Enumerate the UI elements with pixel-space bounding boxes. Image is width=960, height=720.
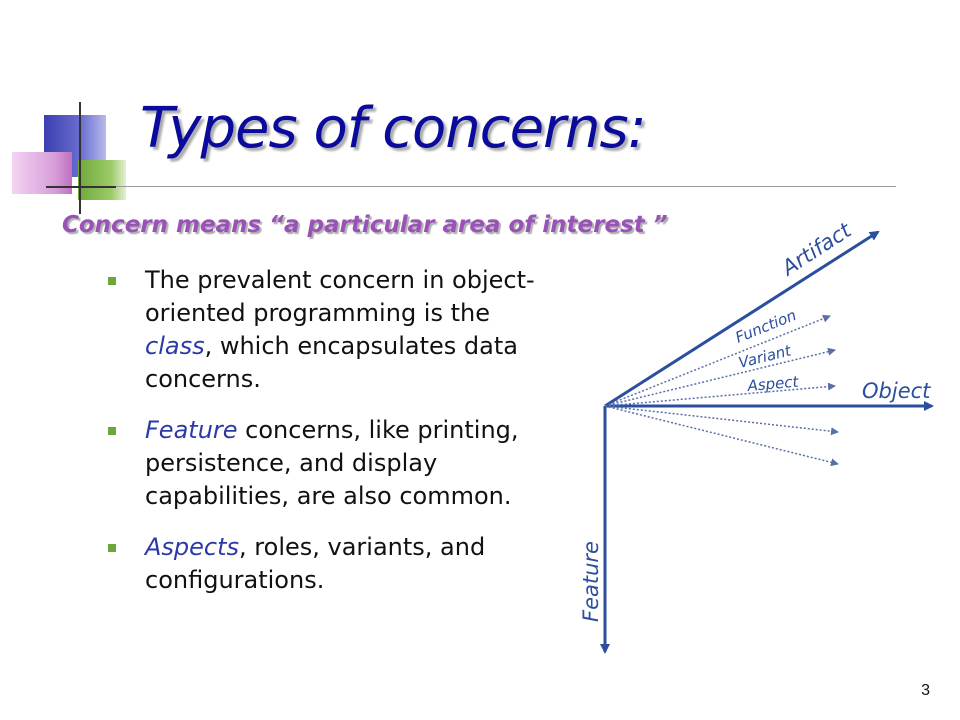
aspect-axis	[604, 382, 836, 407]
function-label: Function	[733, 306, 799, 347]
bullet-text: The prevalent concern in object-oriented…	[145, 266, 535, 327]
bullet-list: The prevalent concern in object-oriented…	[108, 264, 558, 615]
dotted-axis-1	[604, 405, 839, 436]
dotted-axis-2	[604, 405, 839, 467]
object-label: Object	[862, 379, 931, 403]
page-number: 3	[921, 682, 930, 699]
concern-axes-diagram: Artifact Function Variant Aspect Object …	[579, 218, 934, 654]
bullet-text: , which encapsulates data concerns.	[145, 332, 518, 393]
feature-label: Feature	[579, 541, 603, 622]
bullet-emphasis: Feature	[145, 416, 238, 444]
variant-axis	[604, 347, 836, 407]
aspect-label: Aspect	[746, 373, 800, 396]
bullet-text: , roles, variants, and configurations.	[145, 533, 486, 594]
decorative-green-square	[78, 160, 126, 200]
bullet-emphasis: Aspects	[145, 533, 240, 561]
slide-subtitle: Concern means “a particular area of inte…	[62, 212, 668, 238]
decorative-horizontal-line	[46, 186, 116, 188]
bullet-item: The prevalent concern in object-oriented…	[108, 264, 558, 396]
bullet-marker	[108, 544, 116, 552]
bullet-item: Aspects, roles, variants, and configurat…	[108, 531, 558, 597]
bullet-text: concerns, like printing, persistence, an…	[145, 416, 519, 510]
bullet-item: Feature concerns, like printing, persist…	[108, 414, 558, 513]
artifact-axis	[604, 230, 880, 408]
bullet-emphasis: class	[145, 332, 205, 360]
title-underline	[46, 186, 896, 187]
bullet-marker	[108, 427, 116, 435]
bullet-marker	[108, 277, 116, 285]
function-axis	[604, 314, 831, 407]
decorative-vertical-line	[79, 102, 81, 214]
slide-title: Types of concerns:	[140, 96, 647, 161]
